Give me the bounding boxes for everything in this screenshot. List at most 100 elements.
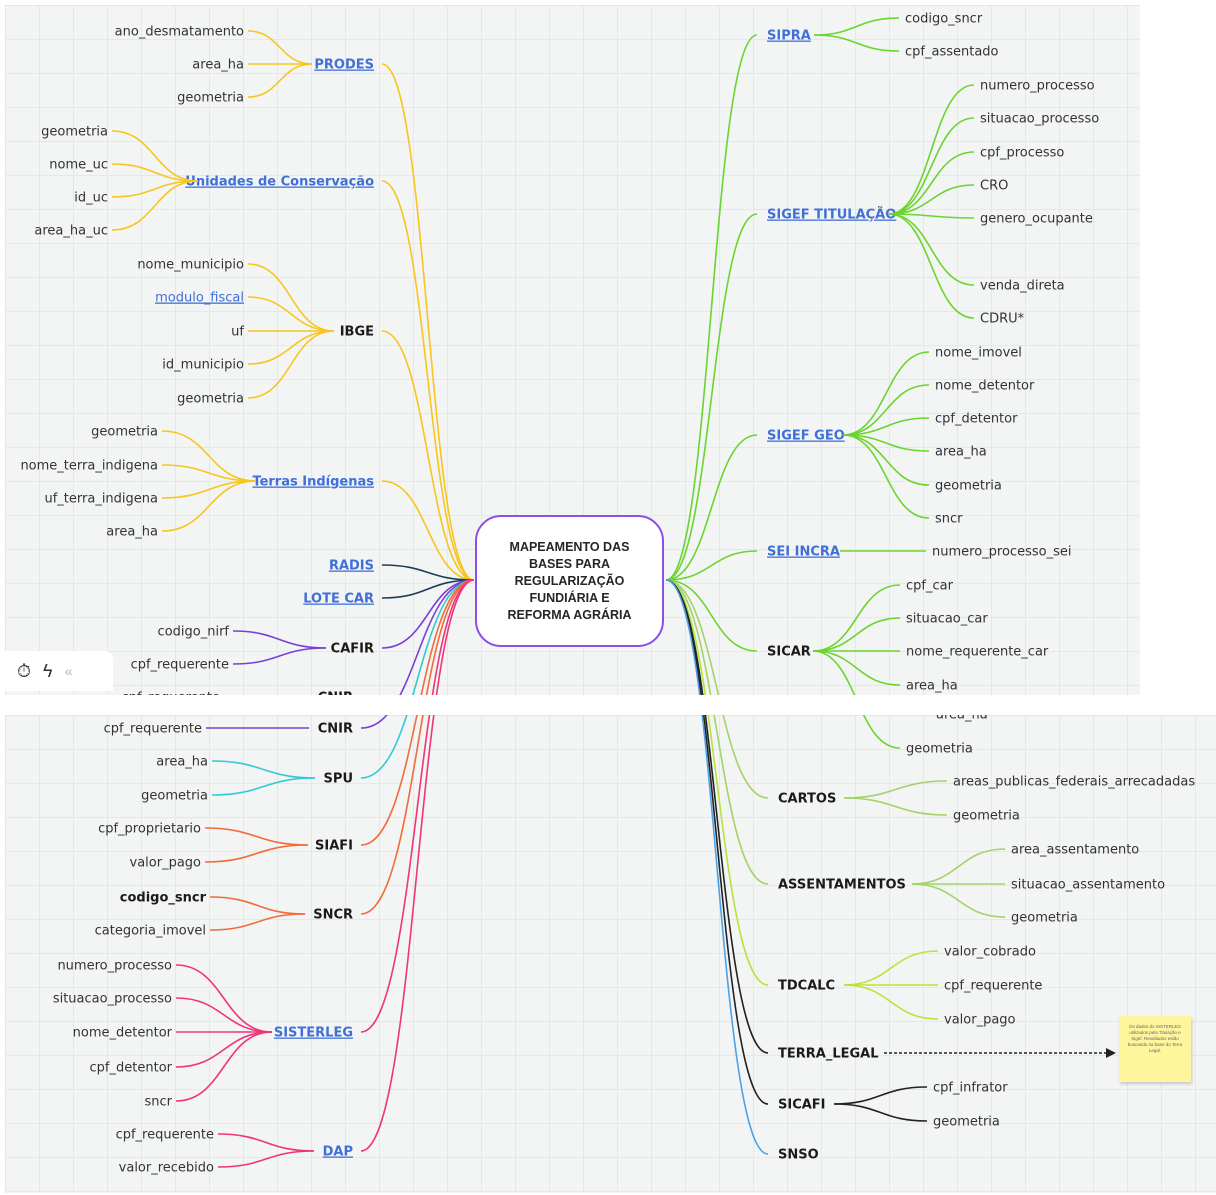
branch-sipra[interactable]: SIPRA	[767, 29, 811, 44]
leaf-sigef_tit-1[interactable]: situacao_processo	[980, 112, 1099, 127]
leaf-connector	[161, 430, 257, 482]
leaf-sisterleg-4[interactable]: sncr	[144, 1095, 172, 1110]
leaf-cartos-1[interactable]: geometria	[953, 809, 1020, 824]
leaf-ibge-3[interactable]: id_municipio	[162, 358, 244, 373]
leaf-ibge-2[interactable]: uf	[231, 325, 244, 340]
branch-connector	[381, 63, 475, 581]
branch-terralegal[interactable]: TERRA_LEGAL	[778, 1047, 879, 1062]
leaf-assent-2[interactable]: geometria	[1011, 911, 1078, 926]
leaf-sipra-0[interactable]: codigo_sncr	[905, 12, 983, 27]
leaf-ucs-3[interactable]: area_ha_uc	[34, 224, 108, 239]
leaf-sncr-1[interactable]: categoria_imovel	[95, 924, 206, 939]
leaf-sisterleg-1[interactable]: situacao_processo	[53, 992, 172, 1007]
branch-assent[interactable]: ASSENTAMENTOS	[778, 878, 906, 893]
branch-ti[interactable]: Terras Indígenas	[252, 475, 374, 490]
leaf-sigef_tit-2[interactable]: cpf_processo	[980, 146, 1064, 161]
branch-cnir[interactable]: CNIR	[318, 722, 353, 737]
branch-connector	[360, 579, 475, 1033]
branch-sncr[interactable]: SNCR	[313, 908, 353, 923]
leaf-spu-1[interactable]: geometria	[141, 789, 208, 804]
branch-prodes[interactable]: PRODES	[314, 58, 374, 73]
branch-sigef_geo[interactable]: SIGEF GEO	[767, 429, 845, 444]
leaf-sigef_geo-5[interactable]: sncr	[935, 512, 963, 527]
canvas-top[interactable]	[5, 5, 1140, 695]
branch-ibge[interactable]: IBGE	[340, 325, 374, 340]
leaf-sigef_tit-4[interactable]: genero_ocupante	[980, 212, 1093, 227]
center-node[interactable]: MAPEAMENTO DAS BASES PARA REGULARIZAÇÃO …	[475, 515, 664, 647]
branch-siafi[interactable]: SIAFI	[315, 839, 353, 854]
leaf-ibge-1[interactable]: modulo_fiscal	[155, 291, 244, 306]
branch-sisterleg[interactable]: SISTERLEG	[274, 1026, 353, 1041]
leaf-sigef_geo-0[interactable]: nome_imovel	[935, 346, 1022, 361]
branch-tdcalc[interactable]: TDCALC	[778, 979, 835, 994]
leaf-sisterleg-0[interactable]: numero_processo	[57, 959, 172, 974]
leaf-ti-2[interactable]: uf_terra_indigena	[44, 492, 158, 507]
leaf-tdcalc-2[interactable]: valor_pago	[944, 1013, 1016, 1028]
branch-sei[interactable]: SEI INCRA	[767, 545, 840, 560]
leaf-assent-1[interactable]: situacao_assentamento	[1011, 878, 1165, 893]
leaf-sipra-1[interactable]: cpf_assentado	[905, 45, 999, 60]
timer-icon[interactable]: ⏱	[17, 660, 32, 681]
leaf-sigef_geo-2[interactable]: cpf_detentor	[935, 412, 1018, 427]
branch-lotecar[interactable]: LOTE CAR	[303, 592, 374, 607]
sticky-note[interactable]: Os dados do SISTERLEG utilizados pela Ti…	[1119, 1016, 1191, 1082]
leaf-sigef_tit-3[interactable]: CRO	[980, 179, 1008, 194]
branch-cafir[interactable]: CAFIR	[331, 642, 374, 657]
branch-snso[interactable]: SNSO	[778, 1148, 819, 1163]
leaf-ti-1[interactable]: nome_terra_indigena	[20, 459, 158, 474]
branch-connector	[665, 550, 758, 581]
leaf-sisterleg-3[interactable]: cpf_detentor	[90, 1061, 173, 1076]
leaf-ucs-1[interactable]: nome_uc	[49, 158, 108, 173]
leaf-sigef_geo-1[interactable]: nome_detentor	[935, 379, 1035, 394]
leaf-sicafi-0[interactable]: cpf_infrator	[933, 1081, 1008, 1096]
branch-ucs[interactable]: Unidades de Conservação	[185, 175, 374, 190]
branch-radis[interactable]: RADIS	[329, 559, 374, 574]
canvas-bottom[interactable]	[5, 715, 1216, 1193]
leaf-ibge-4[interactable]: geometria	[177, 392, 244, 407]
leaf-assent-0[interactable]: area_assentamento	[1011, 843, 1139, 858]
leaf-sicar-0[interactable]: cpf_car	[906, 579, 954, 594]
branch-sicar[interactable]: SICAR	[767, 645, 811, 660]
branch-dap[interactable]: DAP	[323, 1145, 353, 1160]
leaf-dap-1[interactable]: valor_recebido	[119, 1161, 214, 1176]
leaf-ti-3[interactable]: area_ha	[106, 525, 158, 540]
leaf-prodes-1[interactable]: area_ha	[192, 58, 244, 73]
leaf-sicafi-1[interactable]: geometria	[933, 1115, 1000, 1130]
branch-sicafi[interactable]: SICAFI	[778, 1098, 826, 1113]
leaf-tdcalc-0[interactable]: valor_cobrado	[944, 945, 1036, 960]
leaf-tdcalc-1[interactable]: cpf_requerente	[944, 979, 1042, 994]
leaf-cartos-0[interactable]: areas_publicas_federais_arrecadadas	[953, 775, 1195, 790]
leaf-sicar-1[interactable]: situacao_car	[906, 612, 988, 627]
leaf-spu-0[interactable]: area_ha	[156, 755, 208, 770]
collapse-icon[interactable]: «	[64, 663, 73, 679]
leaf-sigef_geo-4[interactable]: geometria	[935, 479, 1002, 494]
bolt-icon[interactable]: ϟ	[43, 660, 53, 681]
leaf-siafi-1[interactable]: valor_pago	[130, 856, 202, 871]
leaf-siafi-0[interactable]: cpf_proprietario	[98, 822, 201, 837]
leaf-sigef_tit-5[interactable]: venda_direta	[980, 279, 1065, 294]
leaf-prodes-0[interactable]: ano_desmatamento	[115, 25, 244, 40]
leaf-sicar-2[interactable]: nome_requerente_car	[906, 645, 1049, 660]
leaf-cafir-0[interactable]: codigo_nirf	[158, 625, 230, 640]
leaf-ucs-0[interactable]: geometria	[41, 125, 108, 140]
leaf-sncr-0[interactable]: codigo_sncr	[120, 891, 207, 906]
leaf-cnir-0[interactable]: cpf_requerente	[104, 722, 202, 737]
leaf-ti-0[interactable]: geometria	[91, 425, 158, 440]
leaf-connector	[813, 17, 900, 36]
leaf-sei-0[interactable]: numero_processo_sei	[932, 545, 1071, 560]
leaf-cafir-1[interactable]: cpf_requerente	[131, 658, 229, 673]
branch-spu[interactable]: SPU	[324, 772, 353, 787]
leaf-sigef_tit-0[interactable]: numero_processo	[980, 79, 1095, 94]
leaf-sigef_geo-3[interactable]: area_ha	[935, 445, 987, 460]
leaf-ibge-0[interactable]: nome_municipio	[137, 258, 244, 273]
leaf-connector	[175, 964, 273, 1033]
leaf-sisterleg-2[interactable]: nome_detentor	[73, 1026, 173, 1041]
branch-cartos[interactable]: CARTOS	[778, 792, 836, 807]
leaf-prodes-2[interactable]: geometria	[177, 91, 244, 106]
branch-sigef_tit[interactable]: SIGEF TITULAÇÃO	[767, 207, 896, 223]
leaf-ucs-2[interactable]: id_uc	[74, 191, 108, 206]
leaf-dap-0[interactable]: cpf_requerente	[116, 1128, 214, 1143]
leaf-sicar-4[interactable]: geometria	[906, 742, 973, 757]
leaf-sicar-3[interactable]: area_ha	[906, 679, 958, 694]
leaf-sigef_tit-6[interactable]: CDRU*	[980, 312, 1025, 327]
